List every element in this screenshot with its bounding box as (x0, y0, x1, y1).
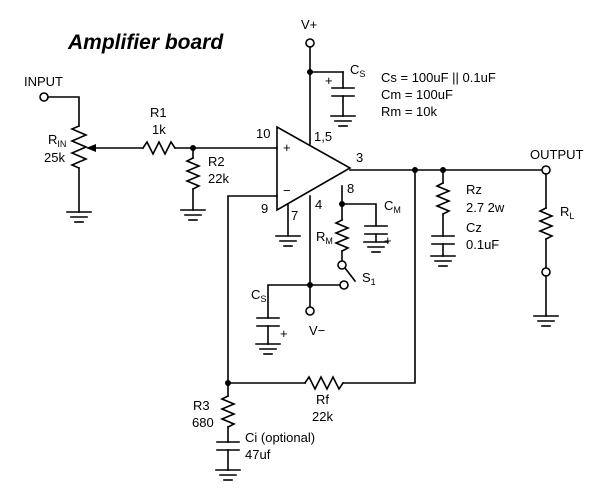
rin-resistor (69, 124, 89, 170)
ground-symbol (363, 241, 389, 253)
vminus-label: V− (309, 323, 325, 338)
feedback-section: Rf 22k R3 680 Ci (optional) 47uf (192, 169, 416, 481)
rf-label: Rf (316, 392, 329, 407)
note-rm: Rm = 10k (381, 104, 437, 119)
note-cs: Cs = 100uF || 0.1uF (381, 70, 496, 85)
ground-symbol (275, 235, 301, 247)
cs-top-label: CS (350, 62, 365, 79)
ci-value: 47uf (245, 447, 271, 462)
wire-rf-output (342, 169, 416, 384)
output-terminal (541, 165, 551, 175)
r1-section: R1 1k R2 22k (141, 105, 278, 221)
wire-input (47, 96, 80, 127)
switch-s1-icon (343, 266, 357, 283)
op-amp: + − 10 1,5 3 8 9 7 4 (256, 125, 363, 223)
ground-symbol (66, 211, 92, 223)
pin-1-5: 1,5 (314, 129, 332, 144)
input-terminal (39, 92, 49, 102)
polarity-mark: + (280, 326, 288, 341)
rm-label: RM (316, 229, 333, 246)
pin7-ground (275, 203, 301, 247)
r1-resistor (141, 140, 177, 156)
r3-label: R3 (193, 398, 210, 413)
rz-resistor (434, 181, 452, 216)
cz-label: Cz (466, 220, 482, 235)
ground-symbol (255, 343, 281, 355)
rin-value: 25k (44, 150, 65, 165)
pin-9: 9 (261, 201, 268, 216)
s1-contact (337, 260, 347, 270)
note-cm: Cm = 100uF (381, 87, 453, 102)
vplus-label: V+ (301, 17, 317, 32)
rin-label: RIN (48, 132, 66, 149)
ci-label: Ci (optional) (245, 430, 315, 445)
wiper-arrow-icon (86, 144, 96, 152)
pin-10: 10 (256, 126, 270, 141)
rl-terminal (541, 267, 551, 277)
r3-value: 680 (192, 415, 214, 430)
polarity-mark: + (384, 233, 392, 248)
rz-label: Rz (466, 182, 482, 197)
pin-7: 7 (291, 208, 298, 223)
ground-symbol (430, 255, 456, 267)
ground-symbol (330, 115, 356, 127)
output-section: OUTPUT Rz 2.7 2w Cz 0.1uF RL (349, 147, 584, 327)
cm-label: CM (384, 198, 401, 215)
cs-bottom-label: CS (251, 287, 266, 304)
input-section: INPUT RIN 25k (24, 74, 144, 223)
r2-label: R2 (208, 154, 225, 169)
s1-label: S1 (362, 270, 376, 287)
pin-3: 3 (356, 150, 363, 165)
s1-terminal (339, 280, 349, 290)
vminus-terminal (305, 306, 315, 316)
r2-value: 22k (208, 171, 229, 186)
rz-value: 2.7 2w (466, 200, 505, 215)
rf-resistor (303, 375, 345, 391)
rm-resistor (333, 218, 351, 253)
op-amp-triangle-icon (276, 125, 352, 212)
vplus-terminal (305, 38, 315, 48)
polarity-mark: + (325, 73, 333, 88)
pin-4: 4 (315, 197, 322, 212)
r1-label: R1 (150, 105, 167, 120)
wire-pin9 (227, 195, 278, 384)
pin8-section: RM S1 + CM (316, 185, 401, 287)
vminus-section: V− + CS (251, 195, 349, 355)
minus-input-sign: − (283, 183, 291, 198)
pin-8: 8 (347, 181, 354, 196)
output-label: OUTPUT (530, 147, 584, 162)
plus-input-sign: + (283, 140, 291, 155)
ground-symbol (215, 469, 241, 481)
cz-value: 0.1uF (466, 237, 499, 252)
rl-label: RL (560, 204, 574, 221)
diagram-title: Amplifier board (67, 31, 224, 54)
r1-value: 1k (152, 122, 166, 137)
r2-resistor (184, 156, 202, 191)
ground-symbol (180, 209, 206, 221)
ground-symbol (533, 315, 559, 327)
notes-block: Cs = 100uF || 0.1uF Cm = 100uF Rm = 10k (381, 70, 496, 119)
rl-resistor (537, 206, 555, 241)
input-label: INPUT (24, 74, 63, 89)
rf-value: 22k (312, 409, 333, 424)
vplus-section: V+ + CS (301, 17, 365, 145)
r3-resistor (219, 394, 237, 429)
